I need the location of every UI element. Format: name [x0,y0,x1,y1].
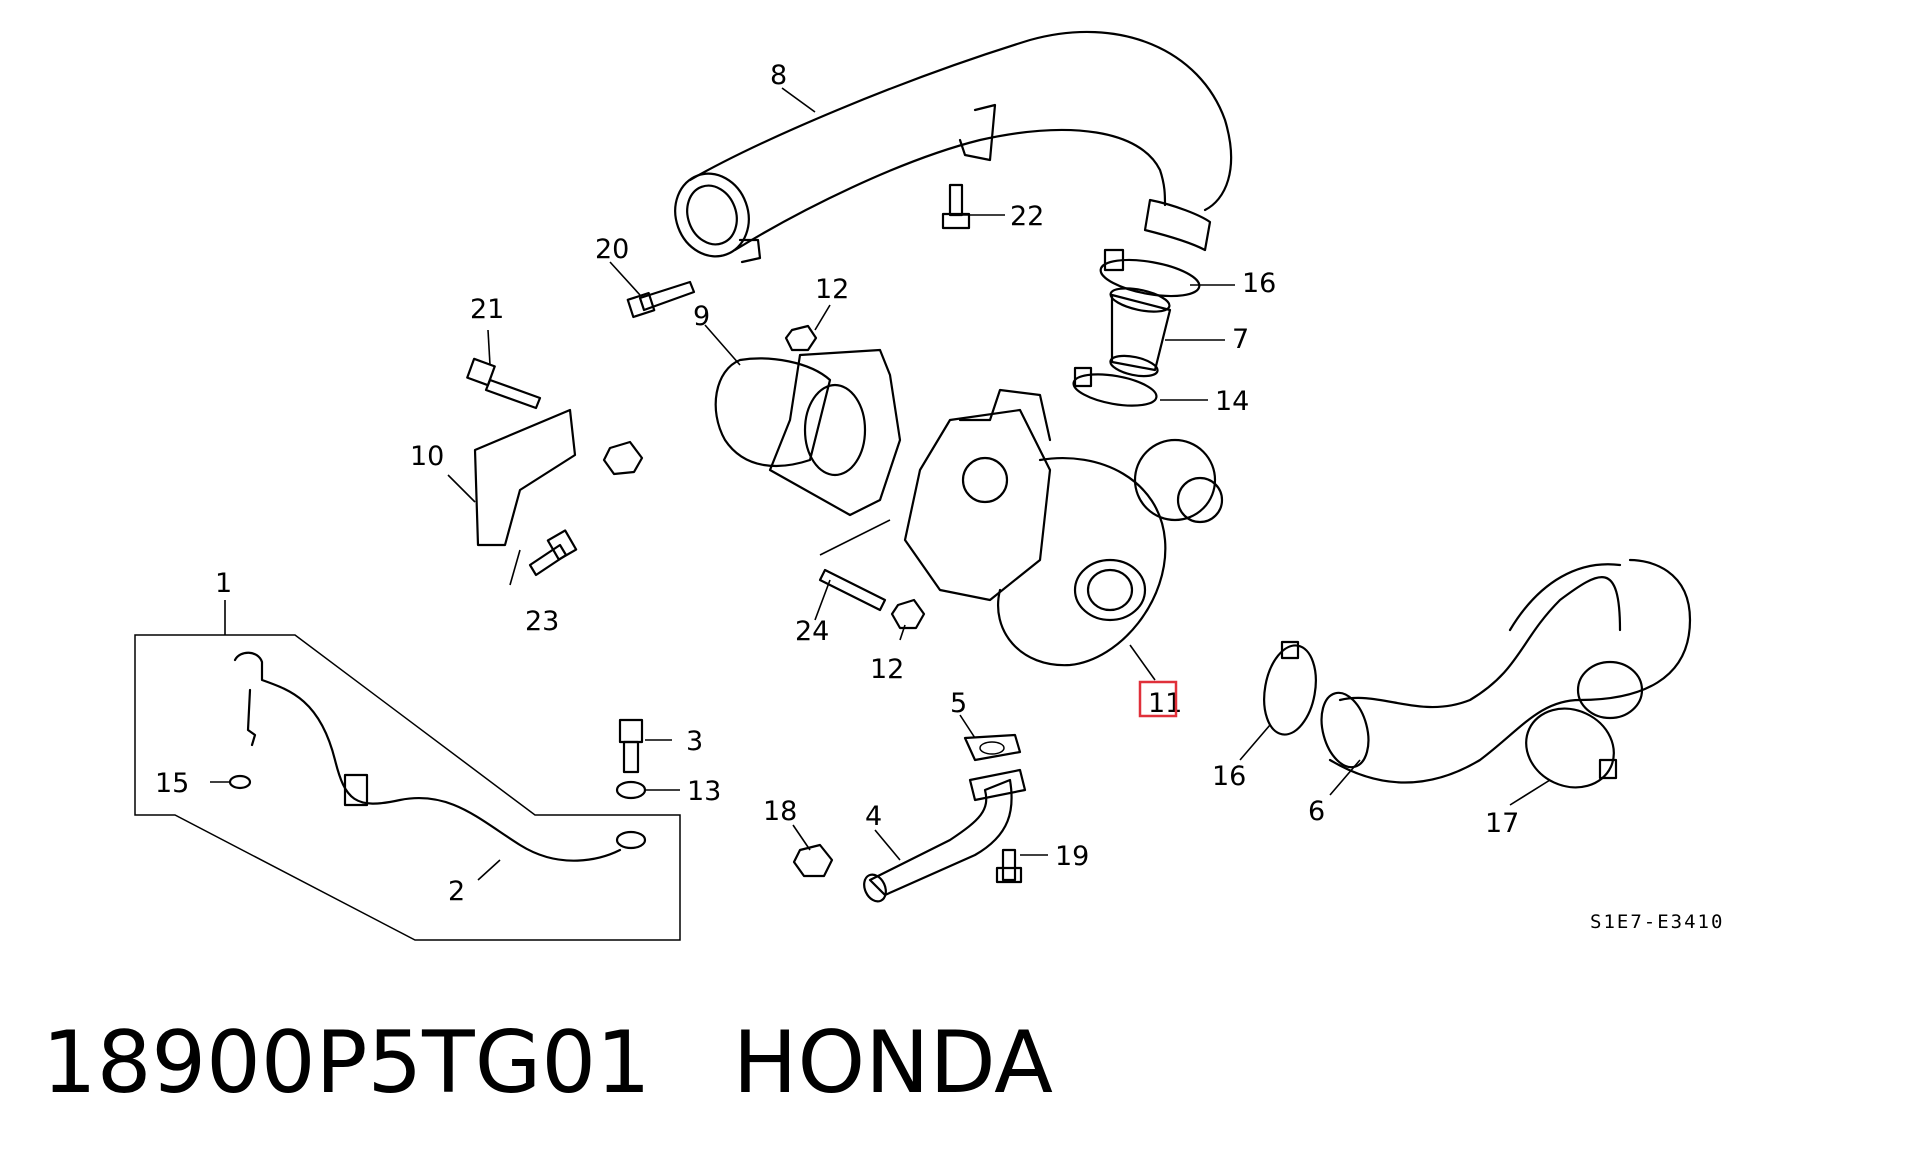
part-24-stud [818,568,887,612]
callout-4: 4 [865,801,882,832]
part-9-heat-shield [714,348,902,517]
part-16-clamp-lower [1263,640,1317,736]
callout-18: 18 [763,796,797,827]
callout-12-lower: 12 [870,654,904,685]
part-19-bolt [995,848,1023,884]
part-17-clamp [1525,707,1618,789]
part-7-hose [1109,287,1172,378]
callout-15: 15 [155,768,189,799]
callout-21: 21 [470,294,504,325]
callout-12-upper: 12 [815,274,849,305]
part-18-nut [792,843,834,878]
part-3-bolt [618,718,644,774]
callout-3: 3 [686,726,703,757]
part-5-gasket [963,733,1022,762]
part-8-intake-pipe [674,31,1233,264]
callout-23: 23 [525,606,559,637]
part-14-clamp [1072,366,1158,407]
callout-16-upper: 16 [1242,268,1276,299]
part-23-bolt [528,529,578,577]
callout-16-lower: 16 [1212,761,1246,792]
highlight-box-part-11 [1138,680,1178,718]
part-caption: 18900P5TG01 HONDA [42,1020,1053,1106]
callout-20: 20 [595,234,629,265]
leader-lines [210,87,1551,881]
callout-22: 22 [1010,201,1044,232]
part-11-turbocharger [903,388,1224,667]
part-10-bracket [473,408,644,547]
part-22-bolt [941,183,971,230]
callout-14: 14 [1215,386,1249,417]
callout-6: 6 [1308,796,1325,827]
callout-17: 17 [1485,808,1519,839]
callout-7: 7 [1232,324,1249,355]
part-4-oil-return-pipe [863,768,1027,903]
callout-9: 9 [693,301,710,332]
callout-1: 1 [215,568,232,599]
callout-2: 2 [448,876,465,907]
callout-10: 10 [410,441,444,472]
part-16-clamp-upper [1099,248,1201,298]
callout-24: 24 [795,616,829,647]
part-6-outlet-pipe [1320,558,1692,784]
brand-name: HONDA [732,1013,1054,1113]
callout-labels: 8 22 20 21 12 9 16 7 14 10 23 24 12 11 1… [155,60,1519,907]
diagram-code: S1E7-E3410 [1590,911,1724,933]
part-12-nut-upper [784,324,818,352]
callout-13: 13 [687,776,721,807]
part-20-bolt [626,280,696,319]
part-1-oil-feed-pipe-assembly [134,634,681,941]
callout-19: 19 [1055,841,1089,872]
callout-5: 5 [950,688,967,719]
part-21-bolt [466,357,542,410]
part-12-nut-lower [890,598,926,630]
callout-8: 8 [770,60,787,91]
part-number: 18900P5TG01 [42,1013,651,1113]
